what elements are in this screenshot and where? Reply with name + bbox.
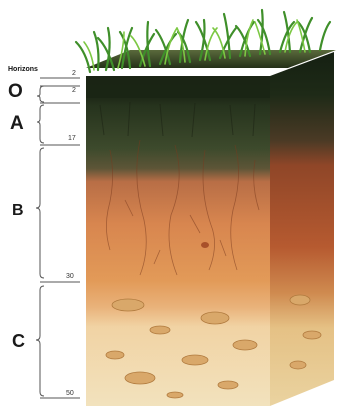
depth-label-o-top: 2 xyxy=(72,70,76,77)
depth-ruler xyxy=(40,78,80,398)
horizon-brackets xyxy=(36,86,44,396)
horizons-heading: Horizons xyxy=(8,66,38,73)
horizon-label-c: C xyxy=(12,332,25,350)
depth-label-o-bottom: 2 xyxy=(72,87,76,94)
horizon-label-b: B xyxy=(12,203,24,219)
b-horizon-stone xyxy=(201,242,209,248)
soil-side-face xyxy=(270,52,334,406)
o-horizon-band xyxy=(86,76,270,98)
depth-label-a-bottom: 17 xyxy=(68,135,76,142)
horizon-label-o: O xyxy=(8,82,23,101)
depth-label-b-bottom: 30 xyxy=(66,273,74,280)
horizon-label-a: A xyxy=(10,114,24,133)
depth-label-c-bottom: 50 xyxy=(66,390,74,397)
